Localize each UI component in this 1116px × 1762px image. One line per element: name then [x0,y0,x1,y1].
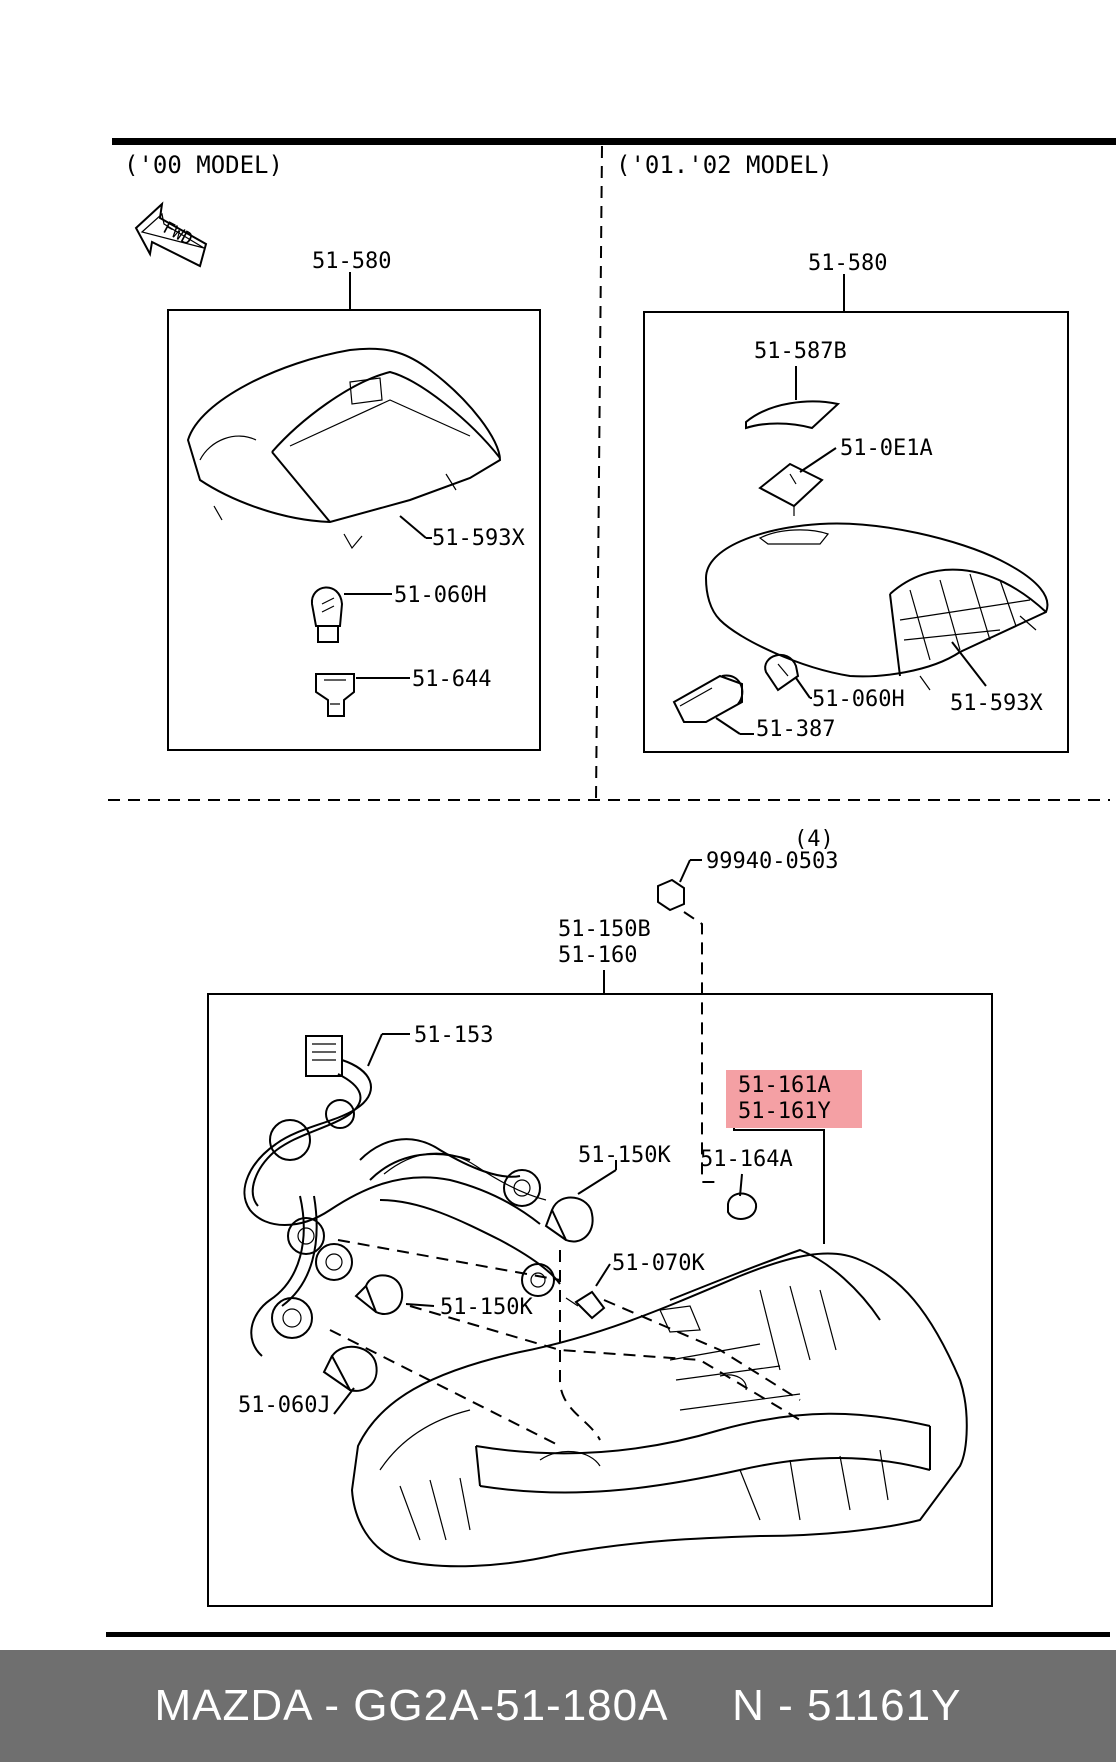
lens-cover [745,400,841,430]
socket-icon-5 [271,1297,313,1339]
lower-label-51-164a: 51-164A [700,1147,793,1172]
lower-label-51-150b: 51-150B [558,917,651,942]
parts-diagram: ('00 MODEL) ('01.'02 MODEL) FWD 51-580 5… [106,138,1116,1637]
stop-lamp-housing [186,347,502,550]
vertical-divider [595,145,603,801]
lower-label-51-150k-1: 51-150K [578,1143,671,1168]
lower-label-51-153: 51-153 [414,1023,493,1048]
right-assembly-box [643,311,1069,753]
nut-icon [657,878,685,912]
socket-icon-7 [521,1263,555,1297]
part-number-caption: MAZDA - GG2A-51-180A N - 51161Y [154,1681,962,1730]
footer-bar: MAZDA - GG2A-51-180A N - 51161Y [0,1650,1116,1762]
tail-lamp-housing [350,1248,968,1568]
socket-icon-3 [287,1217,325,1255]
bulb-icon [310,586,344,643]
right-section-title: ('01.'02 MODEL) [616,151,833,179]
bulb-icon-2 [764,654,800,692]
lower-label-51-161y: 51-161Y [738,1099,831,1124]
left-label-51-060h: 51-060H [394,583,487,608]
lower-label-51-161a: 51-161A [738,1073,831,1098]
lamp-unit-icon [758,462,824,516]
bulb-icon-5 [565,1290,606,1320]
part-highlight [726,1070,862,1128]
lower-label-51-160: 51-160 [558,943,637,968]
bulb-icon-6 [322,1345,378,1392]
right-label-51-060h: 51-060H [812,687,905,712]
top-rule [112,138,1116,145]
left-section-title: ('00 MODEL) [124,151,283,179]
lower-label-51-070k: 51-070K [612,1251,705,1276]
right-label-51-387: 51-387 [756,717,835,742]
grommet-icon [727,1192,758,1220]
socket-icon-2 [672,674,744,723]
fwd-label: FWD [159,218,196,250]
socket-icon-6 [503,1169,541,1207]
left-label-51-593x: 51-593X [432,526,525,551]
bottom-rule [106,1632,1110,1637]
left-label-51-644: 51-644 [412,667,491,692]
socket-icon-4 [315,1243,353,1281]
socket-icon [315,673,355,717]
tail-lamp-box [207,993,993,1607]
right-label-51-587b: 51-587B [754,339,847,364]
right-label-51-580: 51-580 [808,251,887,276]
right-label-51-0e1a: 51-0E1A [840,436,933,461]
quantity-label: (4) [794,827,834,852]
lower-label-99940-0503: 99940-0503 [706,849,838,874]
left-label-51-580: 51-580 [312,249,391,274]
right-label-51-593x: 51-593X [950,691,1043,716]
lower-label-51-060j: 51-060J [238,1393,331,1418]
fwd-arrow-icon: FWD [134,201,208,268]
stop-lamp-housing-2 [704,522,1049,691]
bulb-icon-4 [354,1274,404,1315]
wiring-harness [243,1035,561,1357]
left-assembly-box [167,309,541,751]
bulb-icon-3 [544,1196,594,1243]
lower-label-51-150k-2: 51-150K [440,1295,533,1320]
